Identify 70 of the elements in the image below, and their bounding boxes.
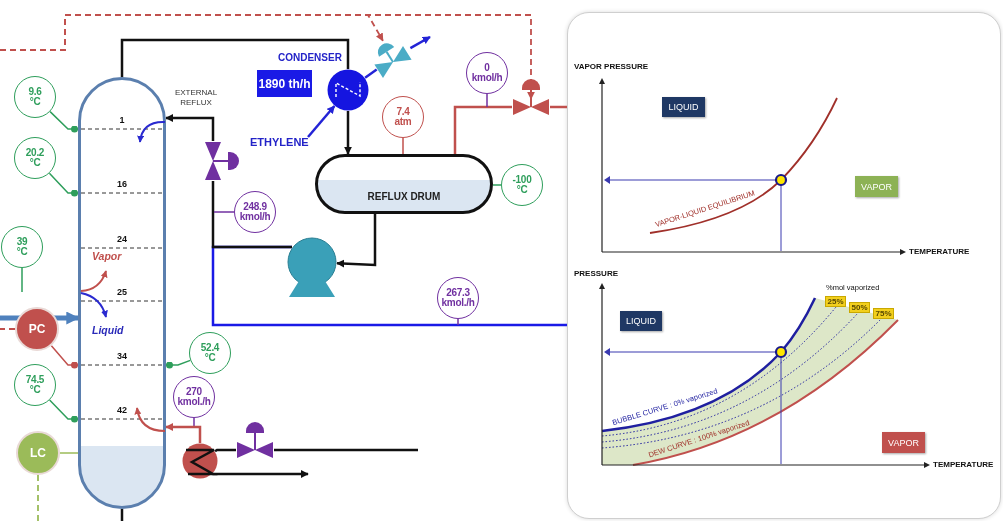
signal-line bbox=[48, 399, 79, 423]
leader-line bbox=[193, 417, 195, 428]
reboiler-icon bbox=[182, 443, 218, 479]
signal-line bbox=[48, 172, 79, 197]
reflux-drum: REFLUX DRUM bbox=[315, 154, 493, 214]
percentage-tag: 25% bbox=[825, 296, 846, 307]
leader-line bbox=[492, 184, 502, 186]
pipe-line bbox=[214, 448, 238, 453]
temperature-indicator: 9.6 °C bbox=[14, 76, 56, 118]
valve-icon bbox=[236, 421, 274, 459]
temperature-indicator: 52.4 °C bbox=[189, 332, 231, 374]
pipe-line bbox=[211, 181, 294, 249]
temperature-indicator: 20.2 °C bbox=[14, 137, 56, 179]
flow-arrow bbox=[409, 35, 431, 50]
tray-number: 16 bbox=[116, 180, 128, 189]
percentage-tag: 50% bbox=[849, 302, 870, 313]
flow-arrow bbox=[336, 214, 377, 268]
pressure-controller: PC bbox=[15, 307, 59, 351]
signal-line bbox=[49, 110, 79, 133]
axis-title: TEMPERATURE bbox=[909, 248, 970, 256]
pump-icon bbox=[287, 237, 337, 298]
phase-region-tag: LIQUID bbox=[662, 97, 705, 117]
signal-line bbox=[50, 344, 79, 369]
edge-label: EXTERNAL REFLUX bbox=[173, 88, 219, 108]
leader-line bbox=[457, 318, 459, 326]
temperature-indicator: 74.5 °C bbox=[14, 364, 56, 406]
leader-line bbox=[486, 93, 488, 108]
tray-number: 42 bbox=[116, 406, 128, 415]
flow-indicator: 248.9 kmol/h bbox=[234, 191, 276, 233]
equipment-label: CONDENSER bbox=[278, 53, 342, 63]
axis-title: PRESSURE bbox=[574, 270, 618, 278]
pipe-line bbox=[453, 105, 512, 154]
control-signal-line bbox=[0, 328, 16, 330]
pressure-indicator: 7.4 atm bbox=[382, 96, 424, 138]
pipe-line bbox=[364, 68, 378, 79]
stream-label: ETHYLENE bbox=[250, 137, 309, 148]
signal-line bbox=[165, 359, 192, 369]
leader-line bbox=[402, 137, 404, 155]
temperature-indicator: -100 °C bbox=[501, 164, 543, 206]
phase-region-tag: VAPOR bbox=[855, 176, 898, 197]
flow-arrow bbox=[344, 111, 352, 155]
tray-number: 34 bbox=[116, 352, 128, 361]
heat-duty-tag: 1890 th/h bbox=[257, 70, 312, 97]
percentage-tag: 75% bbox=[873, 308, 894, 319]
phase-region-tag: LIQUID bbox=[620, 311, 662, 331]
signal-line bbox=[59, 452, 79, 454]
flow-arrow bbox=[165, 114, 215, 141]
phase-region-tag: VAPOR bbox=[882, 432, 925, 453]
control-signal-line bbox=[37, 474, 39, 521]
tray-number: 25 bbox=[116, 288, 128, 297]
tray-number: 1 bbox=[118, 116, 126, 125]
valve-icon bbox=[512, 78, 550, 116]
control-signal-line bbox=[0, 14, 535, 100]
leader-line bbox=[21, 267, 23, 293]
flow-arrow bbox=[307, 105, 336, 138]
pipe-line bbox=[274, 448, 418, 452]
flow-arrow bbox=[165, 423, 202, 443]
tray-number: 24 bbox=[116, 235, 128, 244]
temperature-indicator: 39 °C bbox=[1, 226, 43, 268]
axis-title: TEMPERATURE bbox=[933, 461, 994, 469]
leader-line bbox=[213, 211, 235, 213]
flow-label: Liquid bbox=[92, 325, 124, 336]
axis-title: VAPOR PRESSURE bbox=[574, 63, 649, 71]
flow-indicator: 267.3 kmol./h bbox=[437, 277, 479, 319]
flow-indicator: 270 kmol./h bbox=[173, 376, 215, 418]
level-controller: LC bbox=[16, 431, 60, 475]
pipe-line bbox=[120, 509, 124, 521]
flow-label: Vapor bbox=[92, 251, 122, 262]
flow-indicator: 0 kmol/h bbox=[466, 52, 508, 94]
pipe-line bbox=[120, 38, 350, 77]
